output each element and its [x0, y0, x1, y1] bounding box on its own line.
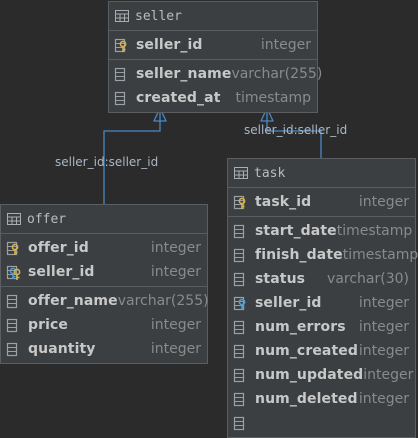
column-icon [233, 320, 252, 335]
column-name: num_updated [255, 367, 364, 383]
relation-line-task-seller[interactable] [266, 108, 322, 158]
column-name: seller_id [136, 37, 203, 53]
column-name: created_at [136, 90, 221, 106]
column-name: seller_name [136, 66, 232, 82]
column-row[interactable]: price integer [1, 313, 207, 337]
column-name: price [28, 317, 69, 333]
table-name: task [254, 165, 286, 181]
column-type: timestamp [342, 247, 418, 263]
column-row[interactable]: num_updated integer [228, 363, 415, 387]
column-icon [233, 272, 252, 287]
column-name: seller_id [28, 264, 95, 280]
column-row[interactable]: seller_id integer [228, 291, 415, 315]
column-icon [233, 392, 252, 407]
table-name: offer [27, 211, 67, 227]
column-name: num_errors [255, 319, 346, 335]
column-type: timestamp [336, 223, 413, 239]
relation-label-task-seller: seller_id:seller_id [244, 123, 348, 137]
column-row[interactable]: created_at timestamp [109, 86, 317, 110]
column-group-keys: seller_id integer [109, 31, 317, 60]
column-row[interactable]: offer_id integer [1, 236, 207, 260]
column-row[interactable]: num_created integer [228, 339, 415, 363]
relations-layer [103, 107, 322, 204]
column-type: integer [358, 343, 409, 359]
column-row[interactable]: finish_date timestamp [228, 243, 418, 267]
column-type: timestamp [235, 90, 311, 106]
column-type: integer [150, 341, 201, 357]
column-type: integer [150, 264, 201, 280]
relation-arrow-task-seller [260, 107, 274, 122]
table-offer[interactable]: offer offer_id integer seller_id integer… [0, 204, 209, 364]
column-group-keys: task_id integer [228, 188, 415, 217]
column-row[interactable]: offer_name varchar(255) [1, 289, 209, 313]
primary-foreign-key-icon [6, 265, 25, 280]
column-row[interactable]: num_errors integer [228, 315, 415, 339]
table-task[interactable]: task task_id integer start_date timestam… [227, 158, 418, 438]
column-name: status [255, 271, 306, 287]
column-group-fields: start_date timestamp finish_date timesta… [228, 217, 418, 437]
column-row[interactable]: quantity integer [1, 337, 207, 361]
column-row[interactable]: status varchar(30) [228, 267, 415, 291]
relation-arrow-offer-seller [153, 107, 167, 122]
column-icon [114, 91, 133, 106]
primary-key-icon [6, 241, 25, 256]
foreign-key-icon [233, 296, 252, 311]
column-type: varchar(30) [327, 271, 409, 287]
column-row[interactable]: seller_id integer [109, 33, 317, 57]
column-type: varchar(255) [231, 66, 323, 82]
table-seller[interactable]: seller seller_id integer seller_name var… [108, 1, 322, 113]
column-type: integer [358, 391, 409, 407]
column-icon [6, 318, 25, 333]
column-type: integer [150, 240, 201, 256]
column-row[interactable]: num_deleted integer [228, 387, 415, 411]
column-name: finish_date [255, 247, 343, 263]
column-icon [6, 294, 25, 309]
column-row[interactable]: seller_id integer [1, 260, 207, 284]
column-row[interactable]: task_id integer [228, 190, 415, 214]
primary-key-icon [233, 195, 252, 210]
table-header-seller[interactable]: seller [109, 2, 317, 31]
column-type: integer [260, 37, 311, 53]
column-row[interactable]: start_date timestamp [228, 219, 415, 243]
column-group-keys: offer_id integer seller_id integer [1, 234, 207, 287]
column-icon [114, 67, 133, 82]
column-type: integer [363, 367, 414, 383]
column-name: start_date [255, 223, 337, 239]
column-name: offer_id [28, 240, 89, 256]
table-icon [234, 167, 248, 179]
column-name: seller_id [255, 295, 322, 311]
column-type: integer [358, 194, 409, 210]
column-row[interactable] [228, 411, 415, 435]
table-icon [7, 213, 21, 225]
column-row[interactable]: seller_name varchar(255) [109, 62, 322, 86]
column-name: num_deleted [255, 391, 358, 407]
relation-label-offer-seller: seller_id:seller_id [55, 155, 159, 169]
relation-line-offer-seller[interactable] [103, 108, 161, 204]
table-icon [115, 10, 129, 22]
column-icon [233, 344, 252, 359]
column-type: integer [150, 317, 201, 333]
column-icon [233, 224, 252, 239]
column-name: quantity [28, 341, 96, 357]
column-icon [6, 342, 25, 357]
column-icon [233, 248, 252, 263]
column-group-fields: offer_name varchar(255) price integer qu… [1, 287, 209, 363]
column-name: task_id [255, 194, 312, 210]
column-name: offer_name [28, 293, 118, 309]
column-icon [233, 416, 252, 431]
primary-key-icon [114, 38, 133, 53]
column-group-fields: seller_name varchar(255) created_at time… [109, 60, 322, 112]
column-name: num_created [255, 343, 358, 359]
table-name: seller [135, 8, 182, 24]
column-icon [233, 368, 252, 383]
column-type: varchar(255) [117, 293, 209, 309]
column-type: integer [358, 295, 409, 311]
column-type: integer [358, 319, 409, 335]
table-header-offer[interactable]: offer [1, 205, 207, 234]
table-header-task[interactable]: task [228, 159, 415, 188]
